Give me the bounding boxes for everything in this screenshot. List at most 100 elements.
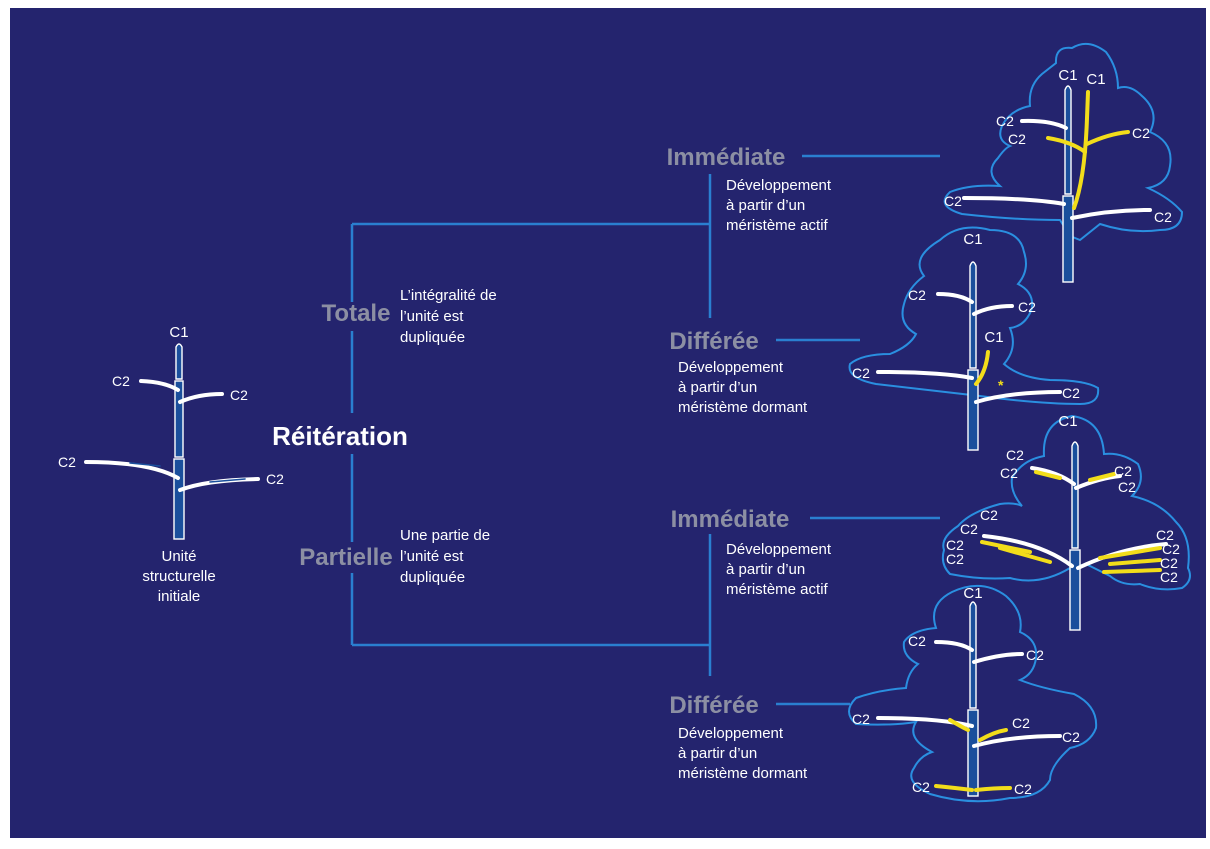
- reiterated-branch: [1046, 136, 1087, 154]
- reiterated-axis: [1072, 90, 1090, 210]
- stem-lower: [967, 709, 979, 797]
- reiterated-branch: [1102, 568, 1162, 574]
- c2-label: C2: [1008, 131, 1026, 147]
- partielle-immediate-desc-1: Développement: [726, 541, 832, 558]
- branch: [972, 652, 1024, 664]
- partielle-differee-label: Différée: [669, 692, 758, 719]
- initial-branch-upper-right: [178, 392, 224, 404]
- c2-label: C2: [1162, 541, 1180, 557]
- branch: [1076, 542, 1168, 570]
- branch: [962, 196, 1066, 206]
- partielle-desc-3: dupliquée: [400, 569, 465, 586]
- c2-label: C2: [960, 521, 978, 537]
- totale-desc-3: dupliquée: [400, 329, 465, 346]
- branch: [1074, 474, 1122, 490]
- c2-label: C2: [1026, 647, 1044, 663]
- initial-branch-lower-left: [84, 460, 180, 480]
- c2-label: C2: [980, 507, 998, 523]
- tree-partielle-immediate: C1 C2 C2 C2 C2 C2 C2 C2 C2 C2 C2 C2 C2: [941, 413, 1191, 631]
- stem-lower: [1069, 549, 1081, 631]
- stem-upper: [969, 601, 977, 709]
- c1-label: C1: [963, 585, 982, 602]
- c2-label: C2: [946, 537, 964, 553]
- totale-immediate-desc-3: méristème actif: [726, 217, 829, 234]
- c2-label: C2: [1132, 125, 1150, 141]
- reiterated-branch: [978, 728, 1008, 742]
- c2-label: C2: [944, 193, 962, 209]
- initial-branch-segment: [129, 462, 161, 467]
- reiterated-branch: [1098, 546, 1162, 560]
- c2-label: C2: [1012, 715, 1030, 731]
- c1-label: C1: [963, 231, 982, 248]
- initial-stem-upper: [174, 380, 184, 458]
- reiteration-title: Réitération: [272, 421, 408, 451]
- initial-unit-diagram: C1 C2 C2 C2 C2 Unité structurelle initia…: [58, 324, 284, 605]
- branch: [1020, 118, 1068, 130]
- tree-totale-immediate: C1 C1 C2 C2 C2 C2 C2: [943, 42, 1184, 283]
- stem-lower: [967, 369, 979, 451]
- c2-label: C2: [996, 113, 1014, 129]
- branch: [936, 292, 974, 304]
- connector-lines: [350, 154, 940, 706]
- c2-label: C2: [1118, 479, 1136, 495]
- tree-partielle-differee: C1 C2 C2 C2 C2 C2 C2 C2: [848, 585, 1098, 803]
- totale-immediate-desc-1: Développement: [726, 177, 832, 194]
- initial-stem-lower: [173, 458, 185, 540]
- c2-label: C2: [1014, 781, 1032, 797]
- initial-unit-caption-1: Unité: [161, 548, 196, 565]
- initial-c1-label: C1: [169, 324, 188, 341]
- reiterated-axis: [974, 350, 990, 386]
- crown-outline: [848, 226, 1100, 406]
- initial-unit-caption-2: structurelle: [142, 568, 215, 585]
- dormant-marker: *: [998, 377, 1004, 393]
- partielle-immediate-label: Immédiate: [671, 506, 790, 533]
- reiterated-branch: [934, 784, 974, 792]
- reiterated-branch: [980, 540, 1032, 554]
- totale-immediate-label: Immédiate: [667, 144, 786, 171]
- stem-upper: [1071, 441, 1079, 549]
- initial-c2-label: C2: [58, 454, 76, 470]
- totale-differee-label: Différée: [669, 328, 758, 355]
- initial-c2-label: C2: [112, 373, 130, 389]
- totale-desc-2: l’unité est: [400, 308, 464, 325]
- partielle-immediate-desc-3: méristème actif: [726, 581, 829, 598]
- c2-label: C2: [1114, 463, 1132, 479]
- diagram-canvas: Réitération Totale L’intégralité de l’un…: [10, 8, 1206, 838]
- totale-differee-desc-3: méristème dormant: [678, 399, 808, 416]
- reiterated-branch: [1085, 130, 1130, 146]
- c1-label: C1: [1058, 67, 1077, 84]
- branch: [982, 534, 1074, 568]
- branch: [1030, 466, 1076, 486]
- c2-label: C2: [1154, 209, 1172, 225]
- stem-lower: [1062, 195, 1074, 283]
- branch: [974, 390, 1062, 404]
- reiterated-branch: [948, 718, 970, 732]
- partielle-immediate-desc-2: à partir d’un: [726, 561, 805, 578]
- partielle-desc-1: Une partie de: [400, 527, 490, 544]
- branch: [1070, 208, 1152, 220]
- c2-label: C2: [1018, 299, 1036, 315]
- c2-label: C2: [1156, 527, 1174, 543]
- c1-label: C1: [1058, 413, 1077, 430]
- c2-label: C2: [852, 711, 870, 727]
- c2-label: C2: [1062, 729, 1080, 745]
- crown-outline: [941, 414, 1191, 591]
- initial-unit-caption-3: initiale: [158, 588, 201, 605]
- initial-branch-segment-2: [209, 478, 246, 483]
- totale-desc-1: L’intégralité de: [400, 287, 497, 304]
- c2-label: C2: [912, 779, 930, 795]
- c2-label: C2: [1062, 385, 1080, 401]
- totale-immediate-desc-2: à partir d’un: [726, 197, 805, 214]
- reiterated-branch: [1108, 558, 1162, 566]
- totale-differee-desc-1: Développement: [678, 359, 784, 376]
- branch: [972, 734, 1062, 748]
- c1-label: C1: [1086, 71, 1105, 88]
- c2-label: C2: [1160, 569, 1178, 585]
- c2-label: C2: [908, 287, 926, 303]
- branch: [876, 716, 974, 728]
- partielle-desc-2: l’unité est: [400, 548, 464, 565]
- initial-c2-label: C2: [266, 471, 284, 487]
- stem-upper: [1064, 85, 1072, 195]
- diagram-svg: Réitération Totale L’intégralité de l’un…: [58, 42, 1191, 803]
- crown-outline: [848, 585, 1098, 803]
